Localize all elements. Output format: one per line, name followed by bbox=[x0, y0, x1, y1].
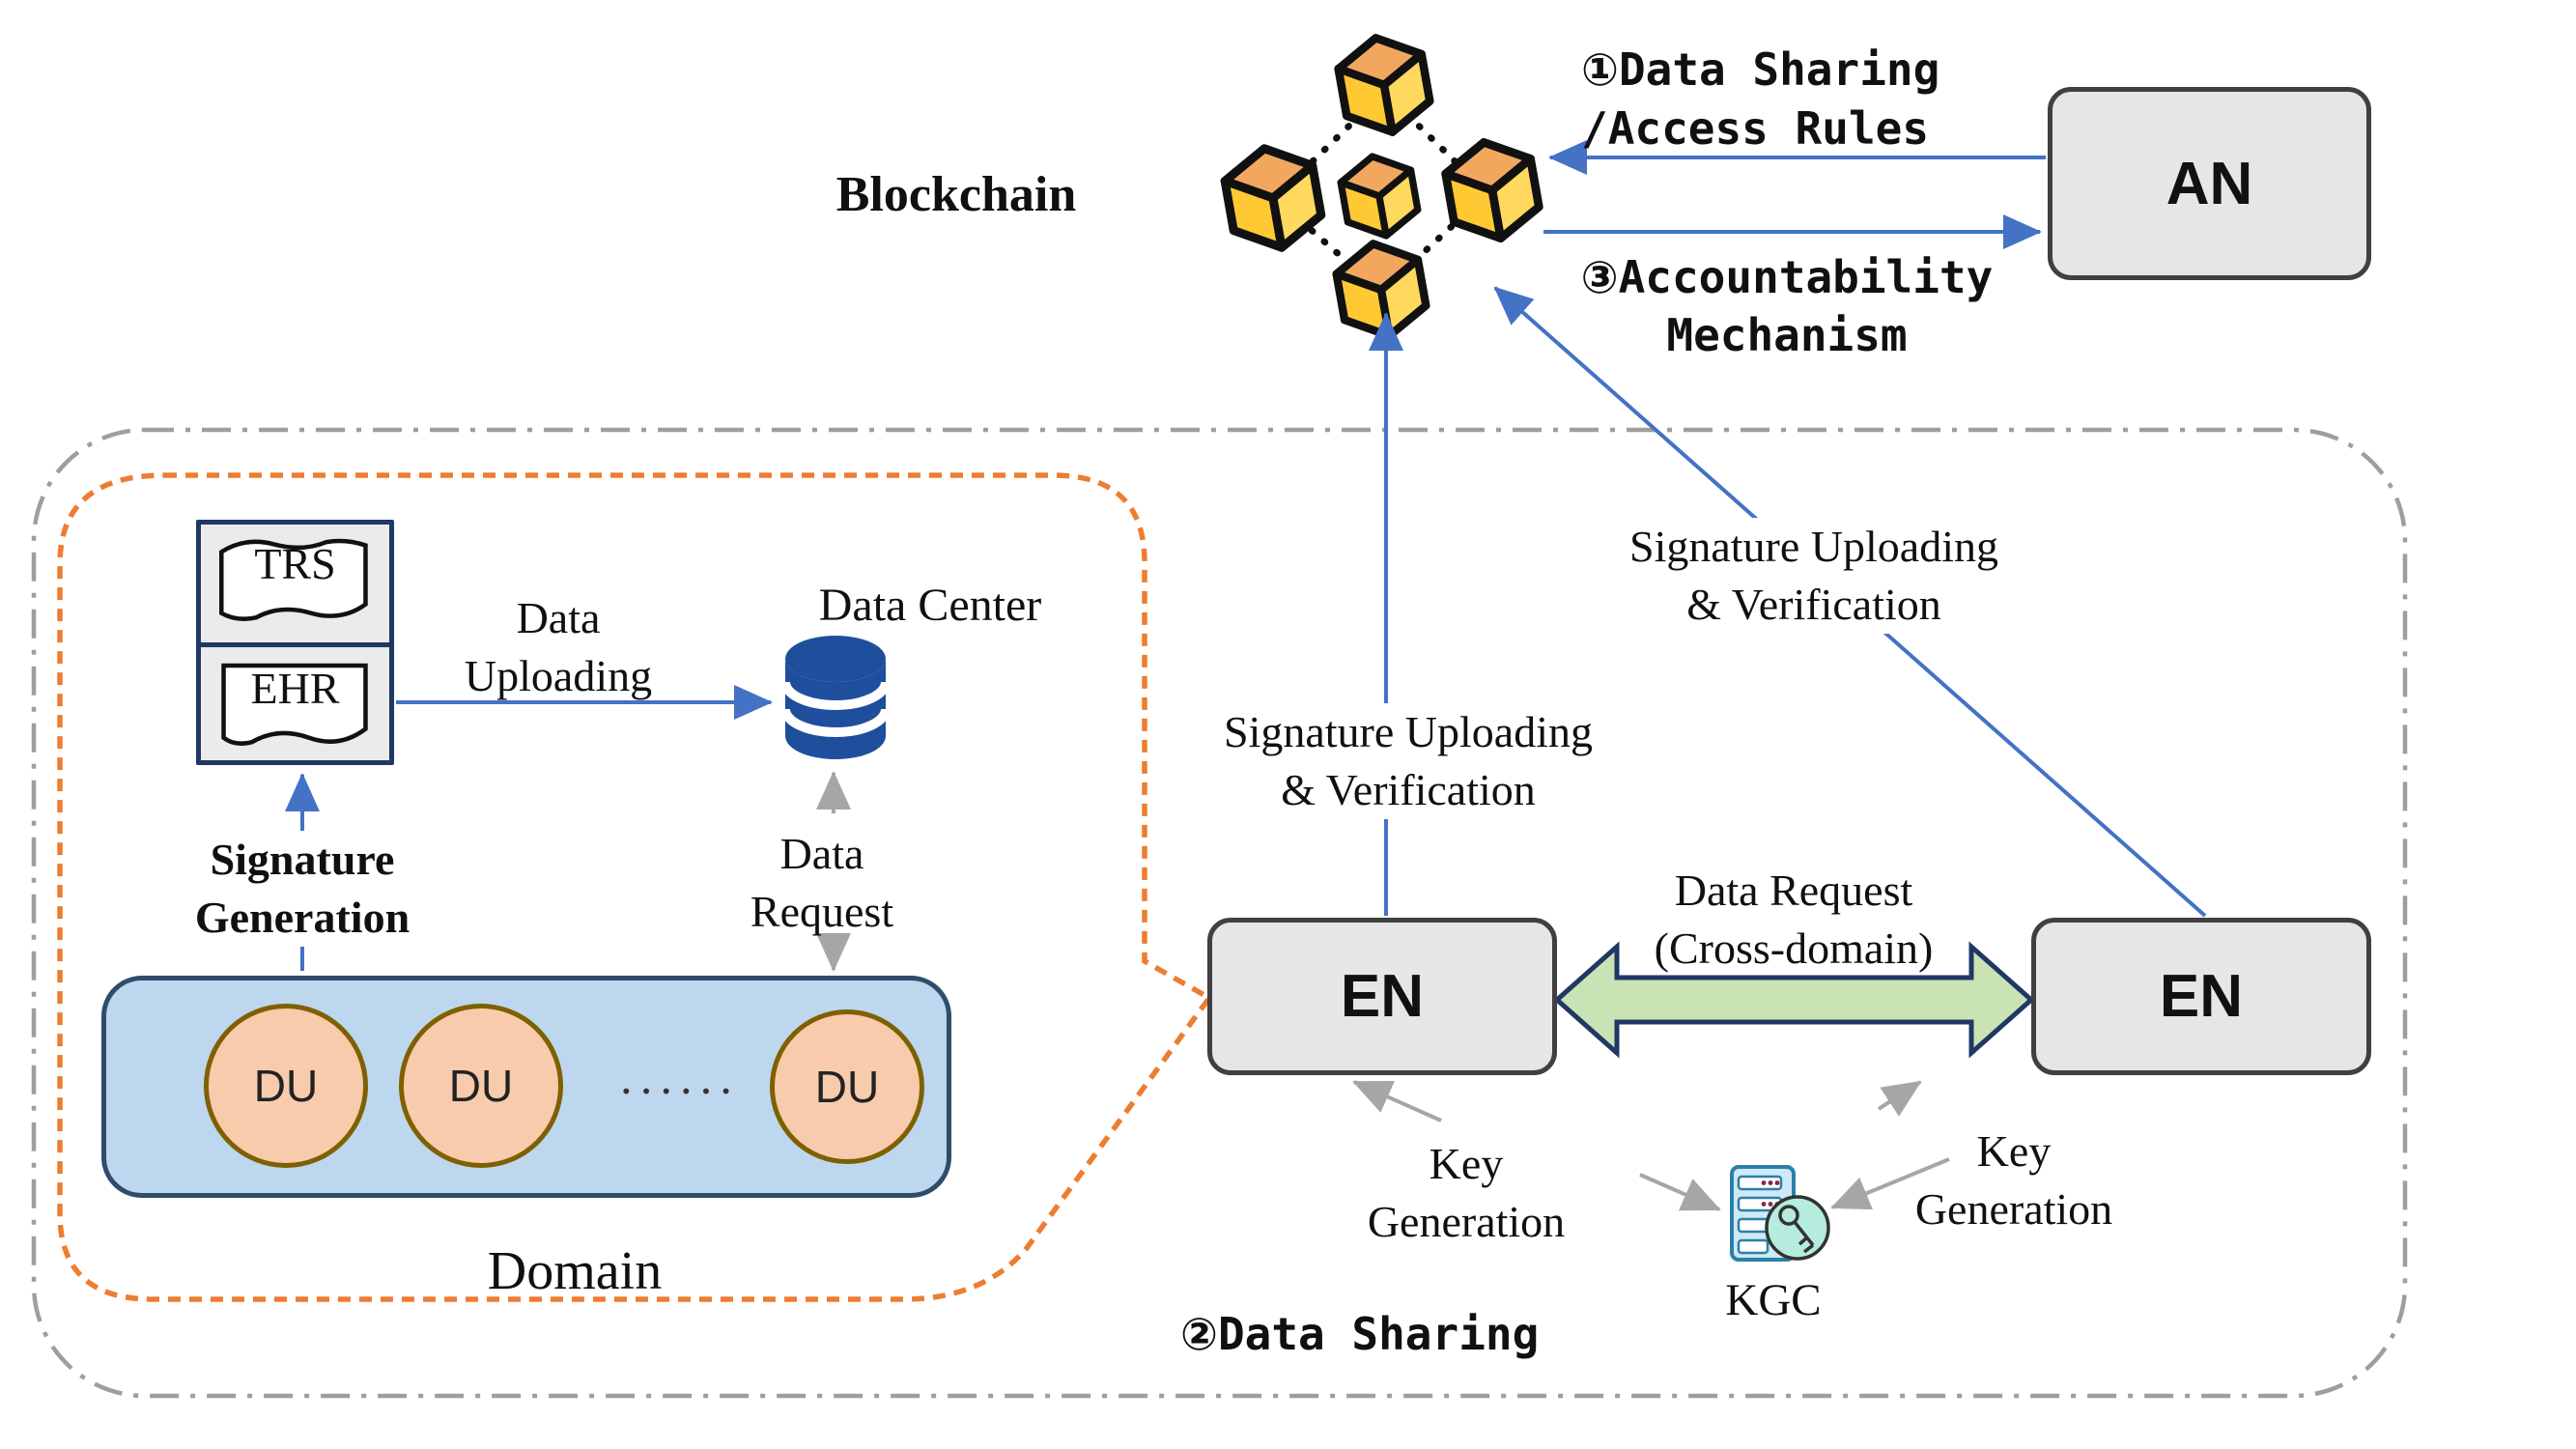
en-node-right: EN bbox=[2031, 918, 2371, 1075]
outer-network-boundary bbox=[31, 427, 2408, 1399]
sig-upload-left-line2: & Verification bbox=[1281, 764, 1536, 814]
step3-line1: ③Accountability bbox=[1580, 251, 1994, 303]
record-stack: TRS EHR bbox=[196, 520, 394, 765]
record-stack-divider bbox=[201, 642, 389, 647]
sig-upload-right-line1: Signature Uploading bbox=[1629, 522, 1998, 571]
key-generation-left-line2: Generation bbox=[1367, 1196, 1566, 1246]
arrow-keygen-to-en-left bbox=[1352, 1080, 1442, 1122]
sig-upload-right-label: Signature Uploading & Verification bbox=[1624, 518, 2004, 634]
cube-icon bbox=[1441, 135, 1543, 246]
step1-label: ①Data Sharing /Access Rules bbox=[1581, 41, 1939, 157]
document-icon bbox=[221, 663, 368, 746]
blockchain-label: Blockchain bbox=[835, 167, 1077, 222]
kgc-label: KGC bbox=[1725, 1275, 1822, 1325]
data-request-line1: Data bbox=[779, 829, 864, 878]
blockchain-cubes-icon bbox=[1221, 31, 1543, 343]
sig-upload-right-line2: & Verification bbox=[1686, 579, 1941, 629]
trs-document: TRS bbox=[201, 525, 389, 639]
en-node-left-label: EN bbox=[1340, 963, 1425, 1030]
en-node-left: EN bbox=[1207, 918, 1557, 1075]
du-label: DU bbox=[253, 1061, 319, 1111]
data-request-line2: Request bbox=[750, 886, 894, 936]
data-center-label: Data Center bbox=[818, 580, 1042, 631]
cross-domain-label: Data Request (Cross-domain) bbox=[1655, 862, 1934, 978]
cross-domain-line2: (Cross-domain) bbox=[1654, 923, 1934, 973]
ehr-document: EHR bbox=[201, 649, 389, 763]
step1-line1: ①Data Sharing bbox=[1581, 43, 1940, 96]
step2-label: ②Data Sharing bbox=[1180, 1308, 1540, 1360]
step3-line2: Mechanism bbox=[1666, 308, 1908, 361]
du-ellipsis: ······ bbox=[618, 1064, 738, 1118]
cube-icon bbox=[1221, 141, 1326, 255]
du-node-2: DU bbox=[399, 1004, 563, 1168]
data-request-label: Data Request bbox=[750, 825, 893, 941]
cube-icon bbox=[1332, 237, 1430, 343]
signature-generation-line1: Signature bbox=[210, 835, 395, 884]
data-uploading-line1: Data bbox=[516, 593, 601, 642]
arrow-keygen-to-en-right bbox=[1877, 1080, 1922, 1117]
step1-line2: /Access Rules bbox=[1581, 101, 1930, 155]
du-label: DU bbox=[448, 1061, 514, 1111]
arrow-into-kgc-right bbox=[1830, 1157, 1950, 1210]
data-uploading-line2: Uploading bbox=[464, 650, 653, 700]
cube-icon bbox=[1338, 151, 1422, 242]
trs-label: TRS bbox=[254, 539, 336, 588]
signature-generation-line2: Generation bbox=[194, 892, 410, 942]
signature-generation-label: Signature Generation bbox=[188, 831, 416, 947]
kgc-server-key-icon bbox=[1730, 1165, 1830, 1262]
wavy-document-icon bbox=[219, 538, 368, 621]
data-uploading-label: Data Uploading bbox=[465, 589, 652, 705]
sig-upload-left-line1: Signature Uploading bbox=[1224, 707, 1593, 756]
an-node-label: AN bbox=[2166, 150, 2253, 217]
an-node: AN bbox=[2048, 87, 2371, 280]
ehr-label: EHR bbox=[250, 664, 340, 713]
database-icon bbox=[780, 636, 891, 759]
step3-label: ③Accountability Mechanism bbox=[1574, 249, 1999, 365]
du-group-container: DU DU DU ······ bbox=[101, 976, 951, 1198]
key-generation-right-line1: Key bbox=[1976, 1126, 2052, 1176]
key-generation-right-line2: Generation bbox=[1914, 1183, 2113, 1234]
arrow-into-kgc-left bbox=[1639, 1173, 1721, 1211]
du-node-1: DU bbox=[204, 1004, 368, 1168]
domain-label: Domain bbox=[487, 1241, 663, 1301]
domain-boundary bbox=[57, 472, 1214, 1302]
cross-domain-line1: Data Request bbox=[1674, 866, 1913, 915]
du-node-3: DU bbox=[770, 1009, 924, 1164]
key-generation-left-line1: Key bbox=[1429, 1139, 1504, 1188]
key-generation-right-label: Key Generation bbox=[1915, 1122, 2112, 1238]
du-label: DU bbox=[814, 1062, 880, 1112]
key-generation-left-label: Key Generation bbox=[1368, 1135, 1565, 1251]
en-node-right-label: EN bbox=[2159, 963, 2244, 1030]
sig-upload-left-label: Signature Uploading & Verification bbox=[1218, 703, 1599, 819]
